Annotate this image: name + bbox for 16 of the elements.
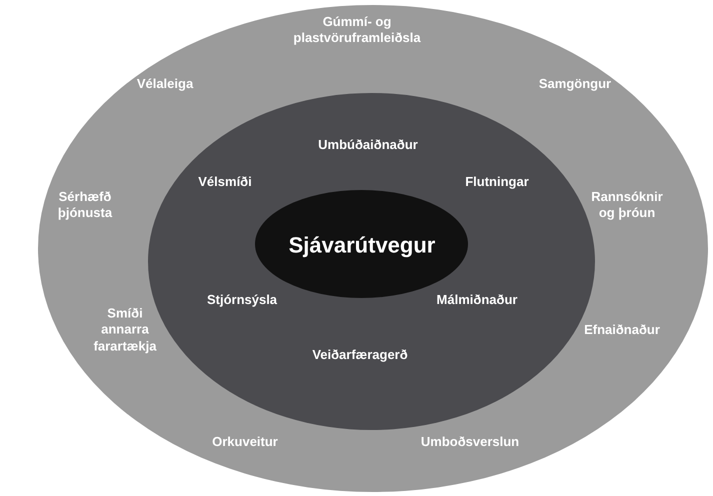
sector-label: Smíði annarra farartækja bbox=[92, 306, 158, 354]
center-label: Sjávarútvegur bbox=[288, 231, 436, 259]
sector-label: Flutningar bbox=[464, 174, 530, 190]
sector-label: Rannsóknir og þróun bbox=[590, 188, 664, 222]
sector-label: Veiðarfæragerð bbox=[311, 346, 409, 364]
sector-label: Vélsmíði bbox=[197, 174, 253, 190]
sector-label: Orkuveitur bbox=[211, 434, 279, 450]
sector-label: Stjórnsýsla bbox=[206, 292, 278, 308]
sector-label: Sérhæfð þjónusta bbox=[56, 188, 114, 222]
sector-label: Efnaiðnaður bbox=[583, 322, 661, 338]
sector-label: Umbúðaiðnaður bbox=[317, 136, 419, 154]
sector-label: Vélaleiga bbox=[136, 76, 194, 92]
sector-label: Málmiðnaður bbox=[436, 292, 518, 308]
sector-label: Samgöngur bbox=[538, 76, 612, 92]
sector-label: Gúmmí- og plastvöruframleiðsla bbox=[292, 14, 422, 46]
sector-label: Umboðsverslun bbox=[420, 434, 520, 450]
